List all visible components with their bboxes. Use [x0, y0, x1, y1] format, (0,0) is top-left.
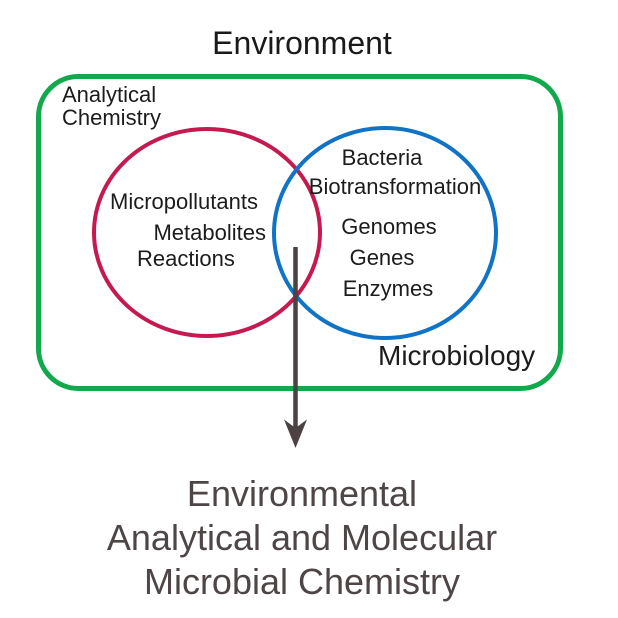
microbiology-circle — [272, 126, 498, 340]
analytical-chemistry-label-line2: Chemistry — [62, 105, 162, 130]
analytical-chemistry-circle — [92, 127, 322, 338]
result-caption: Environmental Analytical and Molecular M… — [107, 472, 497, 604]
left-circle-item-reactions: Reactions — [137, 246, 235, 271]
analytical-chemistry-label: Analytical Chemistry — [62, 83, 161, 129]
microbiology-label: Microbiology — [378, 340, 536, 371]
diagram-title: Environment — [212, 25, 392, 61]
analytical-chemistry-label-line1: Analytical — [62, 82, 157, 107]
right-circle-item-biotransformation: Biotransformation — [308, 174, 482, 199]
result-caption-line1: Environmental — [186, 473, 418, 514]
right-circle-item-enzymes: Enzymes — [342, 276, 434, 301]
result-caption-line3: Microbial Chemistry — [143, 561, 461, 602]
right-circle-item-genes: Genes — [349, 245, 415, 270]
left-circle-item-micropollutants: Micropollutants — [110, 189, 258, 214]
right-circle-item-bacteria: Bacteria — [341, 145, 423, 170]
arrow-down-head-icon — [284, 419, 307, 448]
left-circle-item-metabolites: Metabolites — [153, 220, 266, 245]
right-circle-item-genomes: Genomes — [341, 214, 437, 239]
result-caption-line2: Analytical and Molecular — [106, 517, 498, 558]
environment-box-outline — [36, 74, 563, 391]
